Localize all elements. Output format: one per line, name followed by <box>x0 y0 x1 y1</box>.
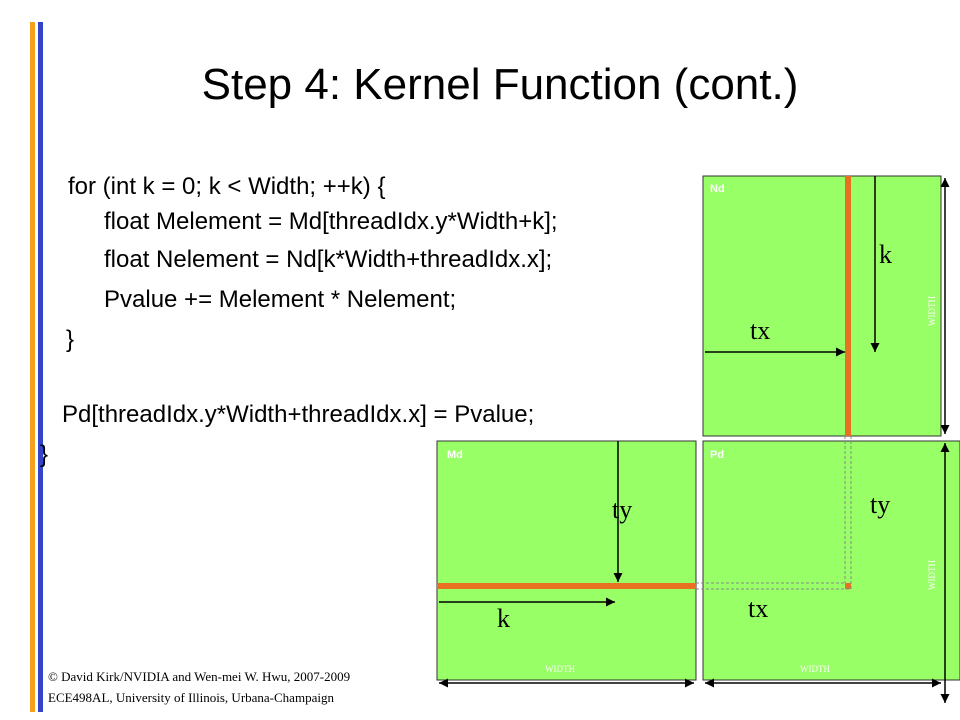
footer-copyright: © David Kirk/NVIDIA and Wen-mei W. Hwu, … <box>48 669 351 684</box>
slide-title: Step 4: Kernel Function (cont.) <box>201 60 799 109</box>
md-row-highlight <box>437 583 696 589</box>
code-line-4: Pvalue += Melement * Nelement; <box>104 286 457 313</box>
md-label: Md <box>447 449 463 461</box>
md-matrix <box>436 440 697 681</box>
nd-matrix <box>702 175 942 437</box>
pd-tx-label: tx <box>748 594 768 623</box>
md-width-label: WIDTH <box>545 664 575 674</box>
nd-tx-label: tx <box>750 316 770 345</box>
code-line-3: float Nelement = Nd[k*Width+threadIdx.x]… <box>104 246 553 273</box>
md-k-label: k <box>497 604 510 633</box>
md-ty-label: ty <box>612 495 632 524</box>
dashed-guides <box>696 436 852 590</box>
nd-column-highlight <box>845 176 851 436</box>
footer-course: ECE498AL, University of Illinois, Urbana… <box>48 690 334 705</box>
code-line-1: for (int k = 0; k < Width; ++k) { <box>68 173 386 200</box>
code-line-5: } <box>66 326 75 353</box>
code-line-6: Pd[threadIdx.y*Width+threadIdx.x] = Pval… <box>62 401 535 428</box>
code-line-7: } <box>40 441 49 468</box>
nd-k-label: k <box>879 240 892 269</box>
nd-width-label: WIDTH <box>927 296 937 326</box>
pd-width-vertical-label: WIDTH <box>927 560 937 590</box>
pd-label: Pd <box>710 449 724 461</box>
pd-width-horizontal-label: WIDTH <box>800 664 830 674</box>
pd-element-highlight <box>845 583 851 589</box>
left-bar-blue <box>38 22 43 712</box>
nd-label: Nd <box>710 183 725 195</box>
pd-ty-label: ty <box>870 490 890 519</box>
left-bar-orange <box>30 22 35 712</box>
pd-matrix <box>702 440 960 681</box>
code-line-2: float Melement = Md[threadIdx.y*Width+k]… <box>104 208 558 235</box>
